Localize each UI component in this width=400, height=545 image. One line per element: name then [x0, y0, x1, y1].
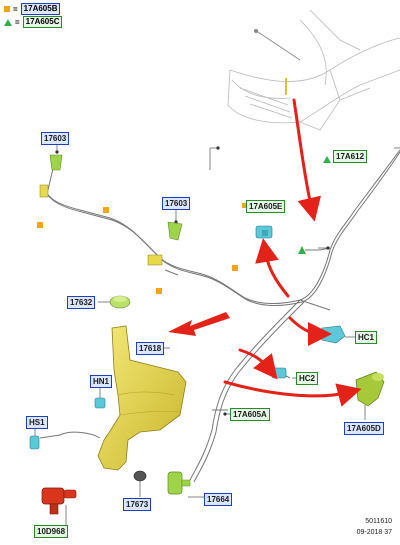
vehicle-front-sketch: [227, 9, 400, 131]
orange-square-icon: [4, 6, 10, 12]
retainer-markers: [298, 156, 331, 254]
label-17603-upper: 17603: [41, 132, 70, 145]
label-HN1: HN1: [90, 375, 113, 388]
label-17A605D: 17A605D: [344, 422, 384, 435]
washer-hoses: [39, 149, 400, 483]
label-HS1: HS1: [26, 416, 48, 429]
grommet-17673: [133, 470, 147, 482]
legend-item-retainer: = 17A605C: [4, 16, 63, 28]
red-arrows: [223, 98, 362, 407]
clip-HN1: [94, 397, 106, 409]
level-sensor-10D968: [41, 487, 77, 515]
green-triangle-icon: [4, 18, 12, 26]
filler-cap-17632: [109, 295, 131, 309]
label-10D968: 10D968: [34, 525, 69, 538]
label-HC2: HC2: [296, 372, 319, 385]
label-17A612: 17A612: [333, 150, 368, 163]
label-17A605A: 17A605A: [230, 408, 270, 421]
legend-code: 17A605B: [20, 3, 61, 15]
washer-jet-17603-lower: [147, 221, 183, 266]
label-HC1: HC1: [355, 331, 378, 344]
label-17664: 17664: [204, 493, 233, 506]
label-17A605E: 17A605E: [246, 200, 286, 213]
label-17632: 17632: [67, 296, 96, 309]
boot-17A605D: [355, 371, 385, 407]
connector-HC2: [271, 367, 287, 379]
leader-lines: [34, 143, 400, 525]
big-arrow-to-reservoir: [168, 312, 230, 336]
clip-markers: [37, 203, 247, 294]
washer-reservoir-17618: [97, 325, 187, 471]
legend-item-clip: = 17A605B: [4, 3, 61, 15]
legend-code: 17A605C: [22, 16, 63, 28]
figure-date: 09-2018 37: [356, 529, 392, 536]
label-17603-lower: 17603: [162, 197, 191, 210]
washer-pump-17664: [167, 471, 191, 495]
washer-jet-17603-upper: [39, 154, 63, 198]
figure-reference: 5011610: [365, 518, 392, 525]
connector-17A605E: [255, 225, 273, 239]
label-17618: 17618: [136, 342, 165, 355]
connector-HC1: [321, 325, 346, 344]
label-17673: 17673: [123, 498, 152, 511]
connector-HS1: [29, 435, 40, 450]
